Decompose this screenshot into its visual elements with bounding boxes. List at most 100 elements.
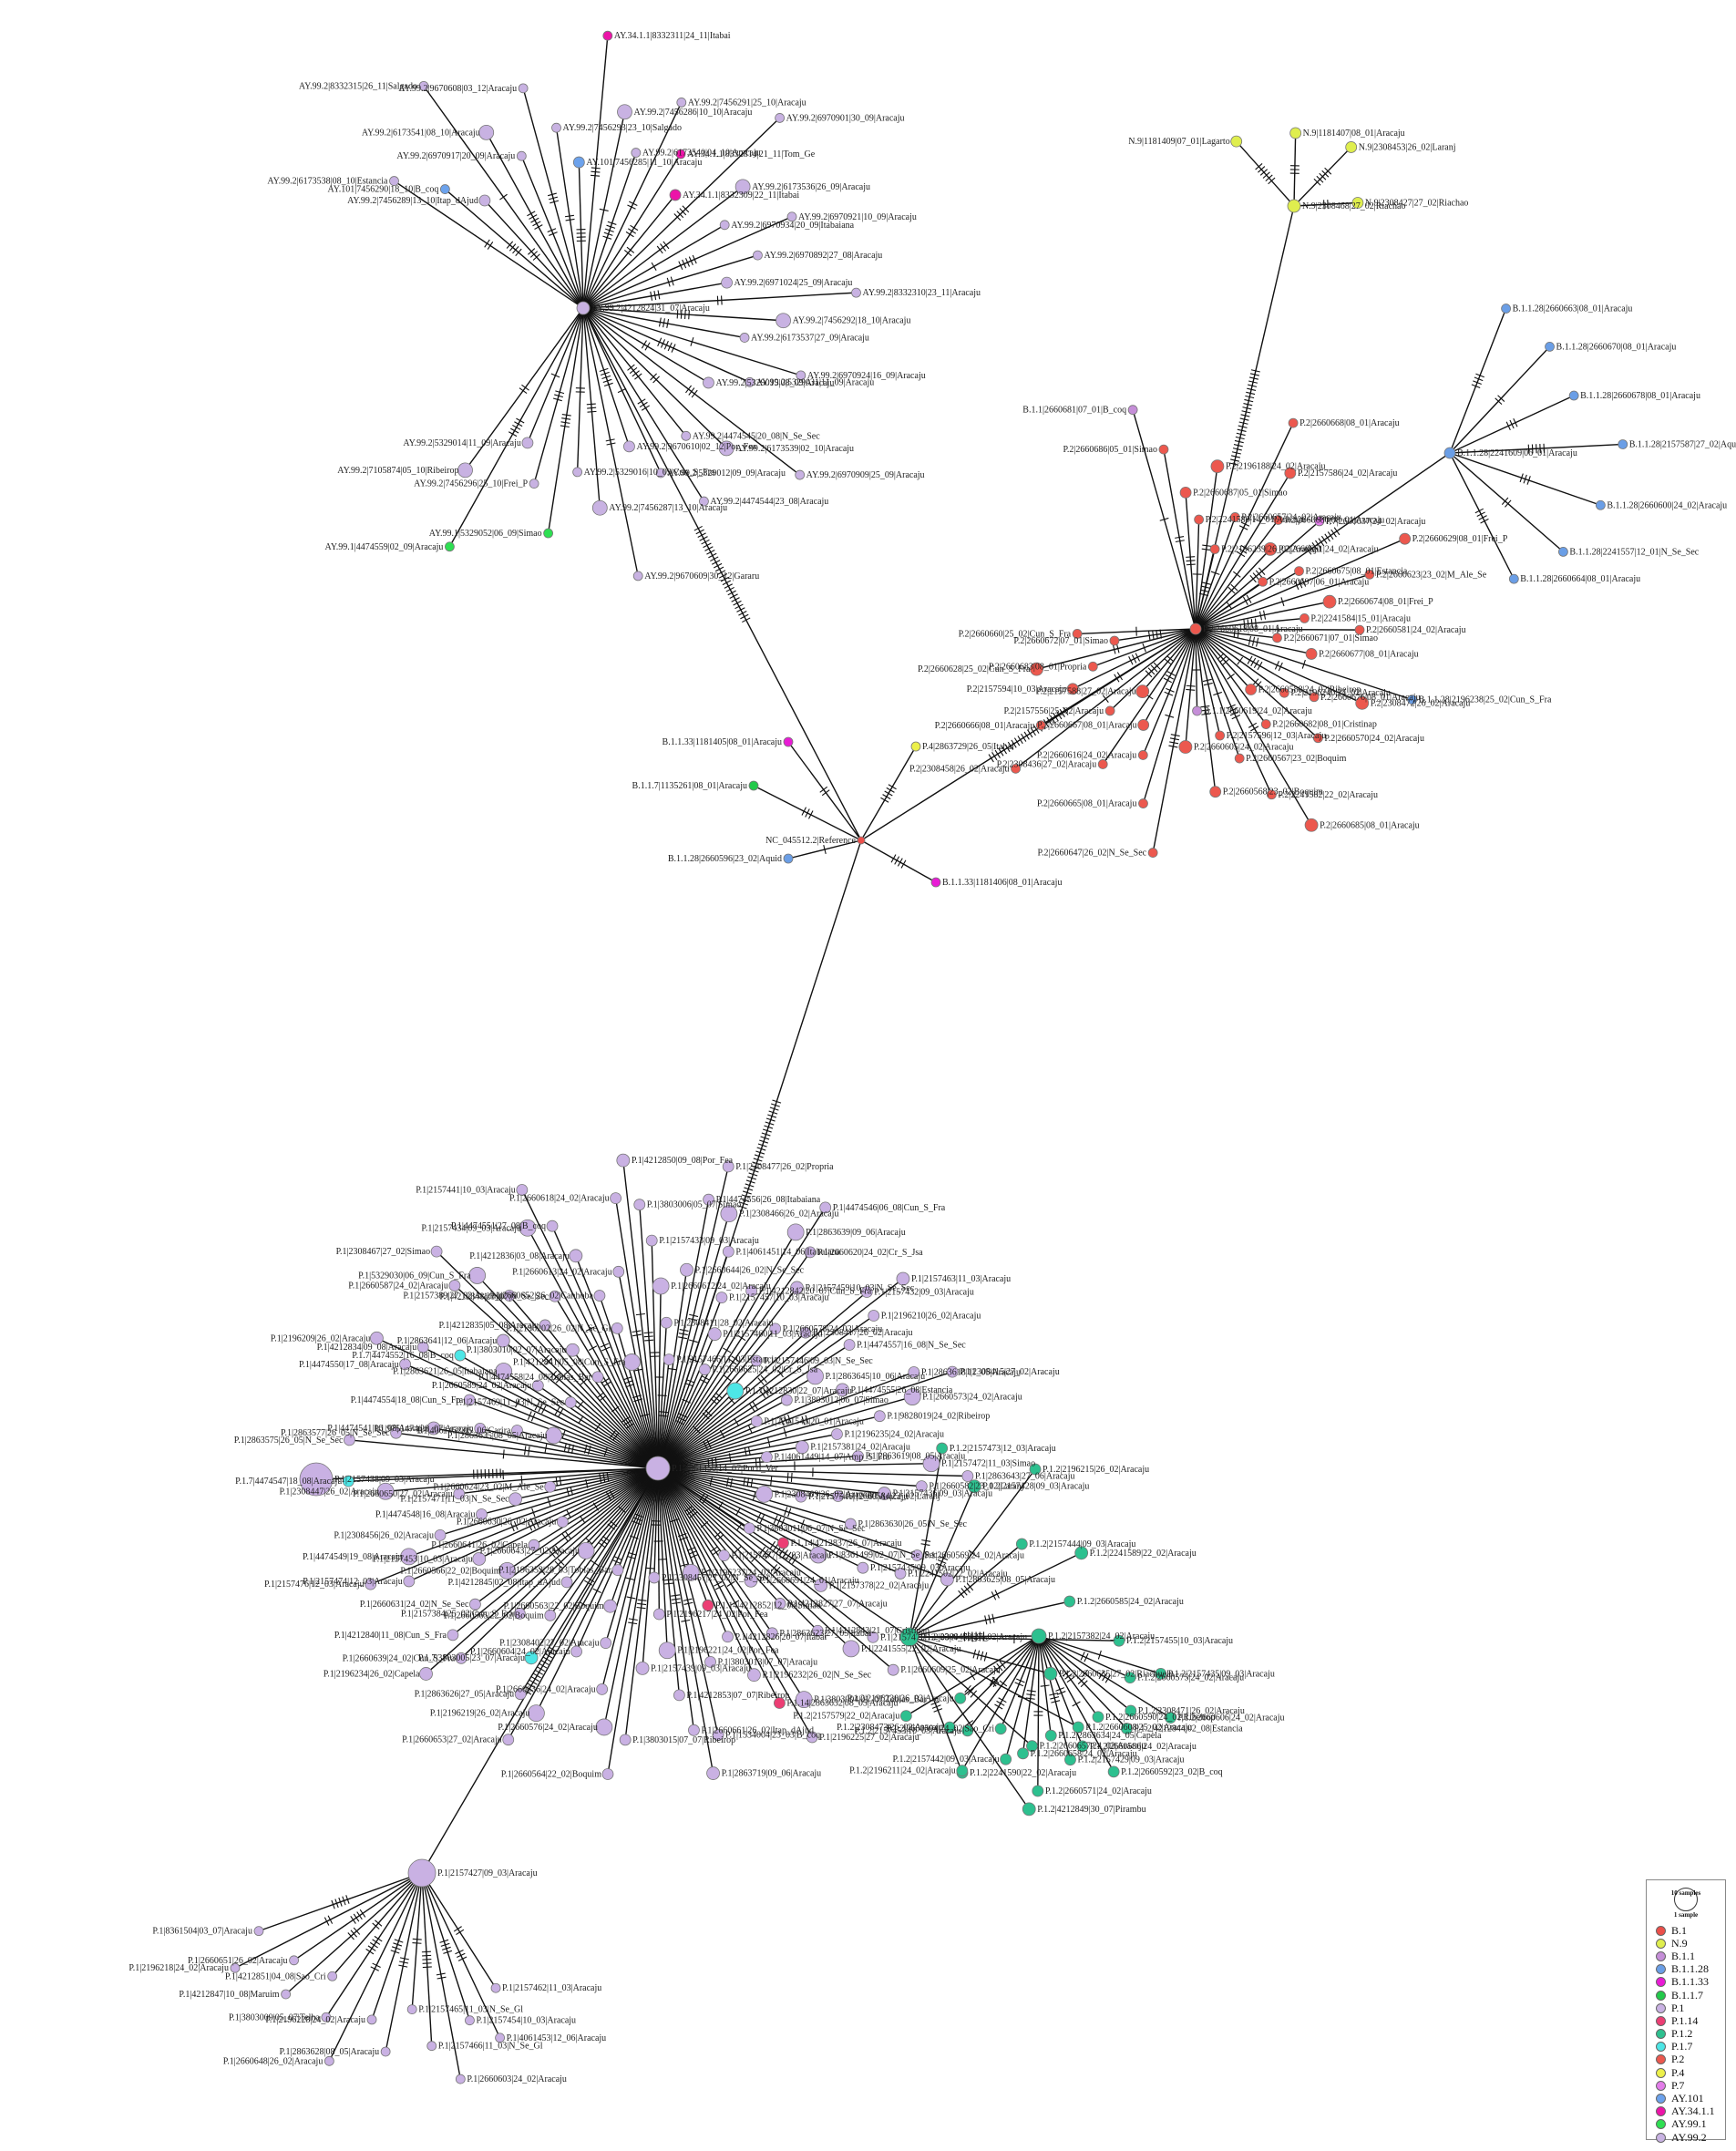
mutation-tick — [453, 1926, 462, 1932]
node-label: P.2|2660674|08_01|Frei_P — [1338, 597, 1433, 607]
mutation-tick — [1333, 527, 1341, 536]
mutation-tick — [551, 1548, 560, 1556]
mutation-tick — [807, 810, 814, 819]
haplotype-node — [734, 179, 751, 195]
network-edge — [332, 1872, 423, 1977]
haplotype-node — [707, 1327, 722, 1342]
mutation-tick — [672, 1601, 682, 1605]
haplotype-node — [930, 877, 941, 888]
network-edge — [570, 1402, 659, 1469]
haplotype-node — [1017, 1747, 1029, 1760]
node-label: P.1|4212826|20_07|Itabai — [735, 1632, 827, 1642]
network-edge — [614, 1198, 659, 1469]
node-label: P.1|2660578|24_02|Aracaju — [783, 1324, 883, 1334]
mutation-tick — [667, 342, 673, 352]
mutation-tick — [1023, 731, 1030, 740]
mutation-tick — [602, 378, 612, 384]
mutation-tick — [1474, 508, 1484, 514]
node-label: P.1|1534004|23_03|B_coq — [725, 1731, 820, 1741]
network-edge — [421, 1872, 462, 2080]
mutation-tick — [350, 1916, 356, 1924]
haplotype-node — [1209, 786, 1222, 798]
haplotype-node — [994, 1723, 1007, 1735]
node-label: B.1.1.28|2660670|08_01|Aracaju — [1556, 342, 1677, 352]
haplotype-node — [786, 1223, 805, 1241]
haplotype-node — [518, 83, 529, 94]
mutation-tick — [542, 1354, 550, 1363]
node-label: P.2|2660628|25_02|Cun_S_Fra — [918, 664, 1031, 674]
haplotype-node — [954, 1692, 967, 1704]
haplotype-node — [327, 1971, 338, 1981]
haplotype-node — [1015, 1538, 1028, 1550]
haplotype-node — [1179, 486, 1192, 499]
node-label: P.1.2|2157455|10_03|Aracaju — [1126, 1636, 1233, 1646]
haplotype-node — [857, 836, 866, 845]
mutation-tick — [1242, 407, 1252, 410]
haplotype-node — [836, 1383, 849, 1397]
mutation-tick — [1064, 1672, 1073, 1680]
haplotype-node — [961, 1724, 974, 1737]
node-label: P.2|2308436|27_02|Aracaju — [997, 759, 1097, 769]
mutation-tick — [422, 1966, 432, 1969]
haplotype-node — [569, 1249, 583, 1263]
mutation-tick — [880, 797, 889, 803]
mutation-tick — [514, 421, 523, 427]
haplotype-node — [795, 469, 806, 480]
mutation-tick — [561, 1533, 569, 1542]
node-label: P.1|4212835|05_08|Aracaju — [439, 1321, 539, 1331]
network-edge — [657, 1467, 750, 1529]
mutation-tick — [708, 552, 717, 559]
mutation-tick — [542, 1656, 551, 1662]
node-label: AY.99.2|7456293|23_10|Salgado — [563, 123, 682, 133]
node-label: B.1.1|2660681|07_01|B_coq — [1022, 406, 1126, 416]
haplotype-node — [1194, 514, 1205, 525]
node-label: P.1.2|4212844|02_08|Estancia — [1134, 1724, 1243, 1734]
mutation-tick — [640, 1414, 650, 1417]
mutation-tick — [530, 217, 539, 223]
haplotype-node — [831, 1428, 843, 1440]
network-edge — [582, 102, 683, 309]
mutation-tick — [771, 1103, 780, 1107]
mutation-tick — [968, 1549, 977, 1557]
node-label: P.1|2660631|24_02|N_Se_Sec — [360, 1600, 469, 1610]
haplotype-node — [1289, 127, 1302, 139]
mutation-tick — [353, 1913, 360, 1922]
node-label: P.1|4061453|12_06|Aracaju — [507, 2033, 607, 2043]
haplotype-node — [1284, 467, 1297, 479]
mutation-tick — [770, 1564, 778, 1572]
node-label: P.1|2863635|08_05|Aracaju — [447, 1431, 548, 1441]
node-label: P.1|2157466|11_03|Estancia — [676, 1355, 778, 1365]
mutation-tick — [765, 1385, 773, 1395]
mutation-tick — [755, 1150, 765, 1155]
network-edge — [657, 1467, 781, 1604]
mutation-tick — [605, 228, 614, 232]
mutation-tick — [412, 1941, 422, 1944]
haplotype-node — [1279, 687, 1289, 698]
mutation-tick — [782, 1549, 788, 1559]
node-label: N.9|2308468|27_02|Riachao — [1302, 201, 1406, 211]
node-label: P.1|2157462|11_03|Aracaju — [502, 1983, 601, 1993]
node-label: P.1|8361499|02_07|N_Se_Sec — [828, 1550, 938, 1560]
node-label: P.1|2660604|24_02|Aracaju — [470, 1647, 570, 1657]
haplotype-node — [344, 1434, 355, 1446]
network-edge — [1195, 601, 1330, 630]
node-label: AY.99.2|9670608|03_12|Aracaju — [398, 84, 517, 94]
mutation-tick — [1250, 657, 1257, 666]
mutation-tick — [541, 1405, 547, 1415]
haplotype-node — [922, 1455, 940, 1473]
node-label: AY.99.2|6173540|04_10|Aracaju — [642, 149, 761, 159]
node-label: P.1|2308417|26_02|Aracaju — [813, 1328, 913, 1338]
mutation-tick — [561, 417, 571, 420]
mutation-tick — [529, 251, 539, 258]
network-edge — [657, 1297, 723, 1469]
mutation-tick — [747, 1446, 751, 1456]
mutation-tick — [532, 253, 540, 261]
network-edge — [657, 1467, 781, 1703]
mutation-tick — [714, 566, 724, 572]
haplotype-node — [511, 1425, 523, 1436]
haplotype-node — [878, 1487, 891, 1500]
node-label: P.2|2660671|07_01|Simao — [1283, 633, 1378, 643]
legend-label: P.1.2 — [1671, 2027, 1693, 2041]
mutation-tick — [678, 1333, 688, 1336]
mutation-tick — [761, 1132, 771, 1137]
